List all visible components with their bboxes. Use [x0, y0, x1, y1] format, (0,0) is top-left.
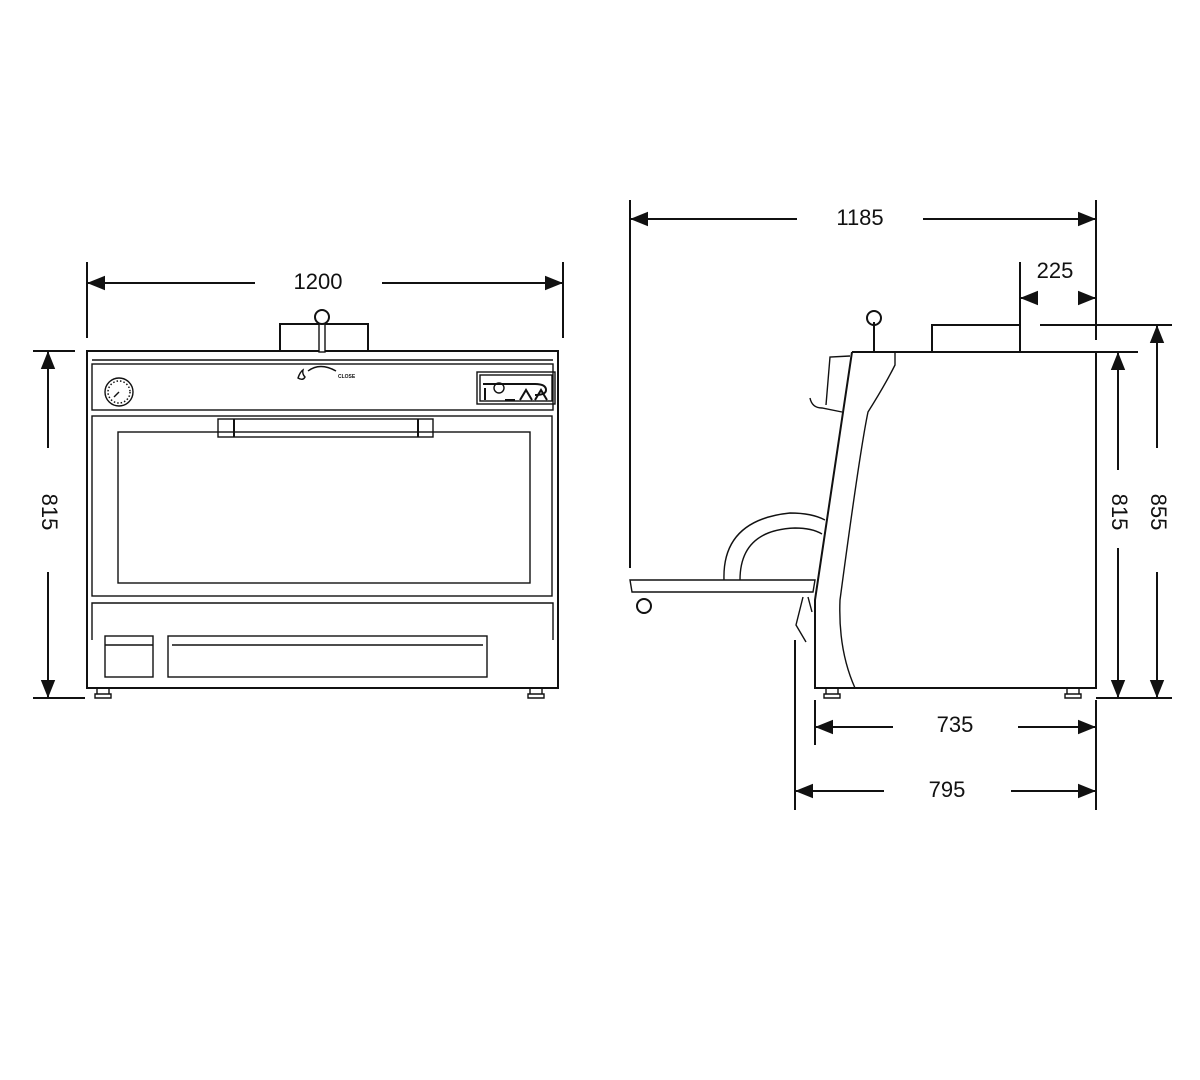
total-depth-dimension: 1185 — [836, 205, 883, 230]
damper-dial-icon — [307, 365, 337, 372]
door-handle — [217, 418, 434, 438]
depth-with-door-dimension: 795 — [929, 777, 966, 802]
body-depth-dimension: 735 — [937, 712, 974, 737]
side-view — [629, 310, 1138, 699]
side-damper-knob-icon — [866, 310, 882, 326]
front-view: CLOSE — [86, 309, 559, 699]
side-dimensions: 1185 225 855 815 735 795 — [629, 200, 1172, 810]
body-height-dimension: 815 — [1107, 494, 1132, 531]
side-chimney-outlet — [931, 324, 1021, 353]
front-frame-curve — [839, 352, 896, 689]
open-door-arch — [723, 512, 826, 581]
front-width-dimension: 1200 — [294, 269, 343, 294]
chimney-offset-dimension: 225 — [1037, 258, 1074, 283]
control-panel — [91, 363, 554, 411]
thermometer-gauge-icon — [104, 377, 134, 407]
flame-icon — [297, 368, 306, 380]
oven-door — [91, 415, 553, 597]
side-door-handle — [809, 355, 851, 413]
open-door-shelf — [629, 579, 816, 593]
side-body-outline — [814, 351, 1138, 689]
ash-drawer-small — [104, 635, 154, 678]
side-feet — [823, 688, 1082, 699]
door-window — [117, 431, 531, 584]
adjustable-feet — [94, 688, 545, 699]
ash-drawer-large — [167, 635, 488, 678]
front-height-dimension: 815 — [37, 494, 62, 531]
damper-knob-icon — [314, 309, 330, 325]
wheel-icon — [636, 598, 652, 614]
front-dimensions: 1200 815 — [33, 262, 564, 699]
damper-close-label: CLOSE — [338, 374, 356, 380]
pira-logo — [476, 371, 556, 405]
total-height-dimension: 855 — [1146, 494, 1171, 531]
